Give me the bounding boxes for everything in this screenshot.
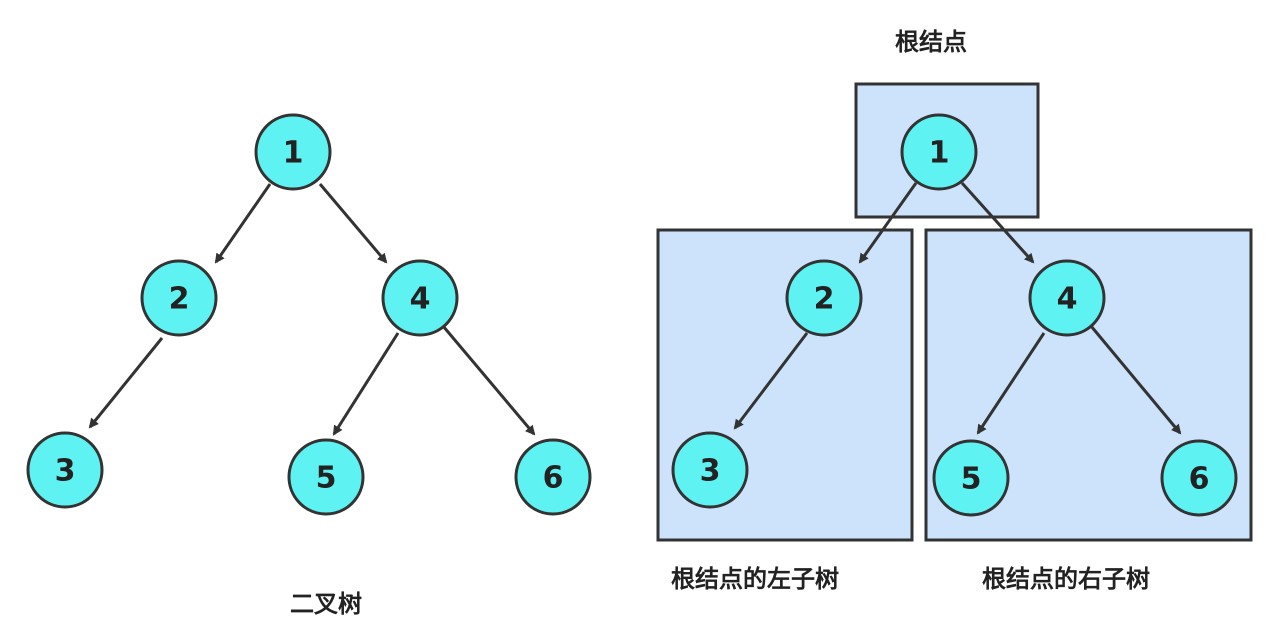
node-label: 4 (410, 282, 431, 317)
node-label: 6 (1189, 462, 1210, 497)
tree-node-3: 3 (671, 431, 749, 509)
binary-tree-caption: 二叉树 (290, 590, 362, 618)
edge-1-2 (214, 183, 272, 264)
left-tree: 1 2 4 3 5 6 二叉树 (26, 113, 592, 618)
node-label: 1 (283, 136, 304, 171)
tree-node-4: 4 (381, 259, 459, 337)
node-label: 2 (169, 282, 190, 317)
tree-node-1: 1 (254, 113, 332, 191)
edge-1-4 (960, 181, 1035, 264)
tree-node-5: 5 (287, 438, 365, 516)
node-label: 2 (814, 282, 835, 317)
node-label: 5 (961, 462, 982, 497)
edge-4-5 (976, 332, 1046, 435)
tree-node-6: 6 (1160, 439, 1238, 517)
tree-node-5: 5 (932, 439, 1010, 517)
edge-4-6 (1089, 325, 1182, 435)
node-label: 1 (929, 136, 950, 171)
tree-node-3: 3 (26, 431, 104, 509)
edge-1-4 (318, 183, 388, 264)
node-label: 4 (1057, 282, 1078, 317)
right-subtree-label: 根结点的右子树 (982, 565, 1150, 593)
tree-node-4: 4 (1028, 259, 1106, 337)
edge-1-2 (858, 182, 918, 264)
edge-2-3 (733, 332, 809, 430)
tree-node-2: 2 (140, 259, 218, 337)
node-label: 6 (543, 461, 564, 496)
left-subtree-label: 根结点的左子树 (671, 565, 839, 593)
node-label: 5 (316, 461, 337, 496)
edge-4-6 (441, 325, 536, 436)
tree-node-2: 2 (785, 259, 863, 337)
edge-2-3 (88, 337, 164, 429)
tree-node-1: 1 (900, 113, 978, 191)
tree-node-6: 6 (514, 438, 592, 516)
node-label: 3 (55, 454, 76, 489)
edge-4-5 (332, 332, 400, 436)
right-tree: 根结点 1 2 4 3 5 6 (656, 28, 1253, 593)
node-label: 3 (700, 454, 721, 489)
root-label: 根结点 (895, 28, 967, 56)
